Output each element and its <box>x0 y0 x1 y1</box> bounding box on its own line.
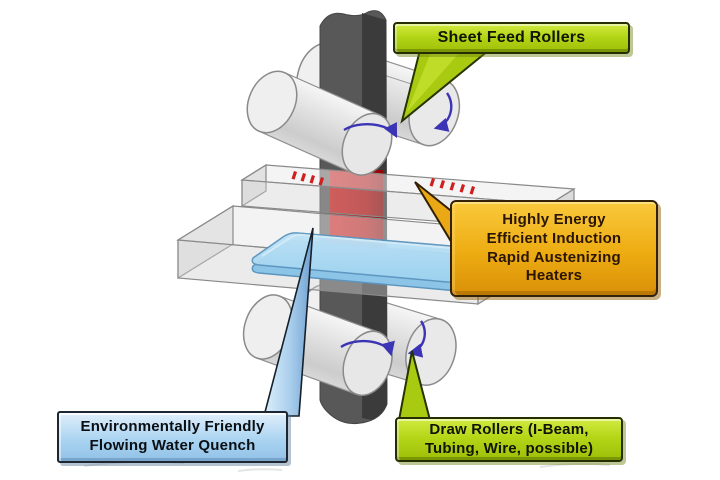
callout-induction-heaters: Highly Energy Efficient Induction Rapid … <box>450 200 658 297</box>
callout-tails <box>262 49 492 421</box>
rotation-arrow-feed-rear <box>433 92 453 132</box>
feed-roller-front <box>246 70 393 176</box>
rotation-arrow-feed-front <box>343 122 398 139</box>
induction-coil-dashes <box>291 171 476 195</box>
callout-sheet-feed-rollers: Sheet Feed Rollers <box>393 22 630 54</box>
rotation-arrows <box>340 92 453 358</box>
callout-draw-rollers: Draw Rollers (I-Beam, Tubing, Wire, poss… <box>395 417 623 462</box>
draw-roller-front <box>242 294 393 396</box>
rotation-arrow-draw-rear <box>407 320 427 358</box>
rotation-arrow-draw-front <box>340 339 395 357</box>
callout-water-quench: Environmentally Friendly Flowing Water Q… <box>57 411 288 463</box>
callout-sheet-feed-rollers-label: Sheet Feed Rollers <box>437 29 586 46</box>
